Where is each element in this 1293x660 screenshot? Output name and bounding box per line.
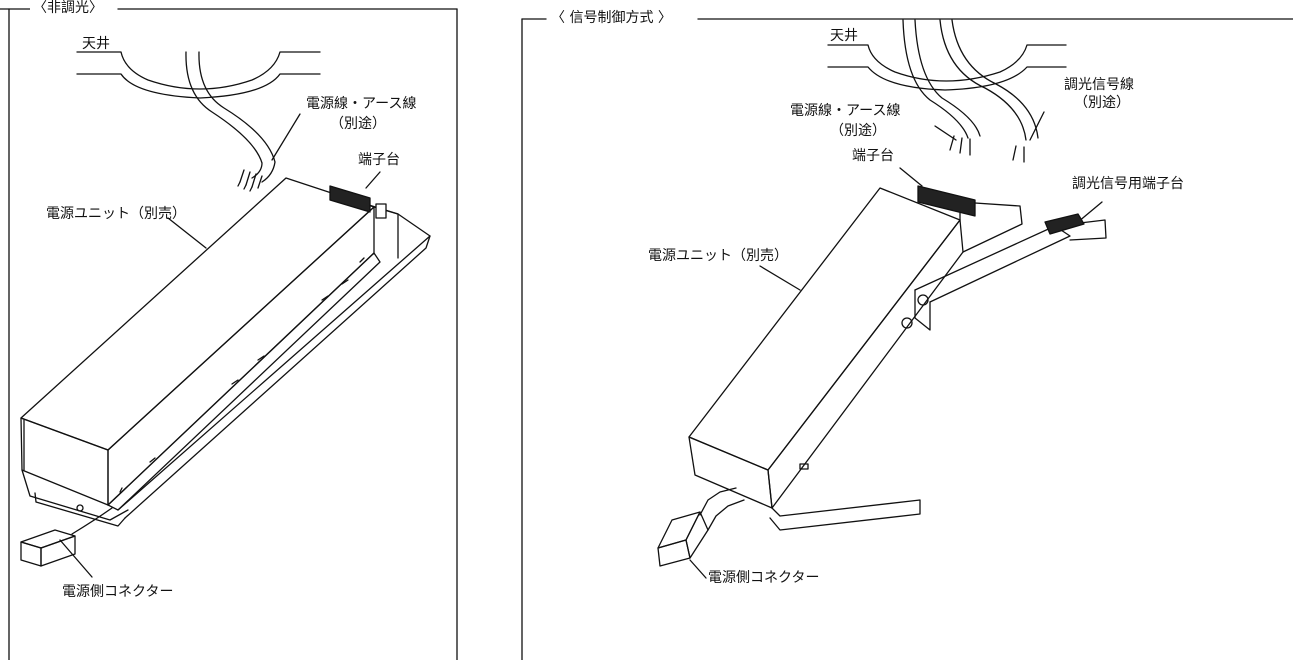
left-power-connector	[20, 507, 113, 567]
right-panel-frame	[521, 18, 1293, 660]
left-power-connector-label: 電源側コネクター	[62, 584, 174, 600]
left-ceiling-label: 天井	[82, 36, 110, 52]
right-cables	[902, 19, 1039, 163]
left-panel-title: 〈非調光〉	[30, 0, 106, 16]
left-power-earth-wire-label: 電源線・アース線	[306, 96, 416, 112]
left-leader-lines	[59, 113, 381, 578]
left-ceiling	[76, 51, 321, 99]
left-panel-frame	[0, 8, 458, 660]
right-panel-title: 〈 信号制御方式 〉	[548, 10, 675, 26]
right-terminal-block-label: 端子台	[852, 148, 894, 164]
right-power-unit-label: 電源ユニット（別売）	[648, 248, 788, 264]
left-power-unit-label: 電源ユニット（別売）	[46, 206, 186, 222]
right-dimming-separate-note: （別途）	[1074, 95, 1130, 111]
left-separate-note: （別途）	[330, 116, 386, 132]
left-power-cable	[185, 51, 276, 192]
right-leader-lines	[689, 111, 1103, 579]
right-dimming-terminal-label: 調光信号用端子台	[1072, 176, 1184, 192]
left-terminal-block-label: 端子台	[358, 152, 400, 168]
left-power-unit	[20, 177, 431, 527]
right-separate-note: （別途）	[830, 123, 886, 139]
right-power-connector-label: 電源側コネクター	[708, 570, 820, 586]
right-ceiling-label: 天井	[830, 28, 858, 44]
right-power-connector	[657, 487, 745, 567]
right-dimming-signal-wire-label: 調光信号線	[1064, 77, 1134, 93]
right-power-earth-wire-label: 電源線・アース線	[790, 103, 901, 119]
right-ceiling	[827, 44, 1067, 91]
right-power-unit	[688, 185, 1107, 531]
left-power-earth-wire-text: 電源線・アース線	[306, 96, 417, 112]
